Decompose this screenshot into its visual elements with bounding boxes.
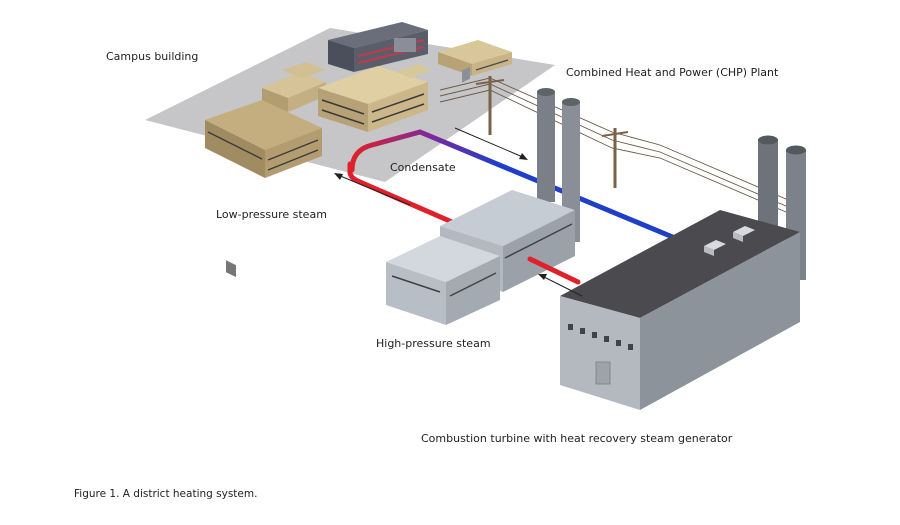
chp-plant-building — [386, 66, 575, 325]
tan-building-large — [205, 100, 322, 278]
combustion-turbine-label: Combustion turbine with heat recovery st… — [421, 432, 733, 445]
campus-buildings — [205, 22, 512, 278]
flow-arrows — [334, 127, 583, 297]
low-pressure-steam-label: Low-pressure steam — [216, 208, 327, 221]
utility-pole — [475, 76, 505, 135]
chp-stacks — [537, 88, 580, 242]
utility-pole — [601, 128, 629, 188]
power-lines — [439, 76, 801, 219]
condensate-flow-arrow — [454, 127, 528, 160]
figure-caption: Figure 1. A district heating system. — [74, 488, 258, 500]
dark-office-building — [328, 22, 428, 72]
tan-building-small — [262, 62, 326, 112]
campus-building-label: Campus building — [106, 50, 199, 63]
low-pressure-steam-pipe — [347, 161, 455, 225]
high-pressure-steam-pipe — [527, 256, 581, 285]
low-pressure-steam-flow-arrow — [334, 173, 411, 206]
condensate-label: Condensate — [390, 161, 456, 174]
chp-plant-label: Combined Heat and Power (CHP) Plant — [566, 66, 779, 79]
combustion-turbine-building — [560, 210, 800, 410]
tan-building-middle — [318, 64, 432, 132]
high-pressure-steam-label: High-pressure steam — [376, 337, 491, 350]
high-pressure-steam-flow-arrow — [538, 274, 583, 297]
